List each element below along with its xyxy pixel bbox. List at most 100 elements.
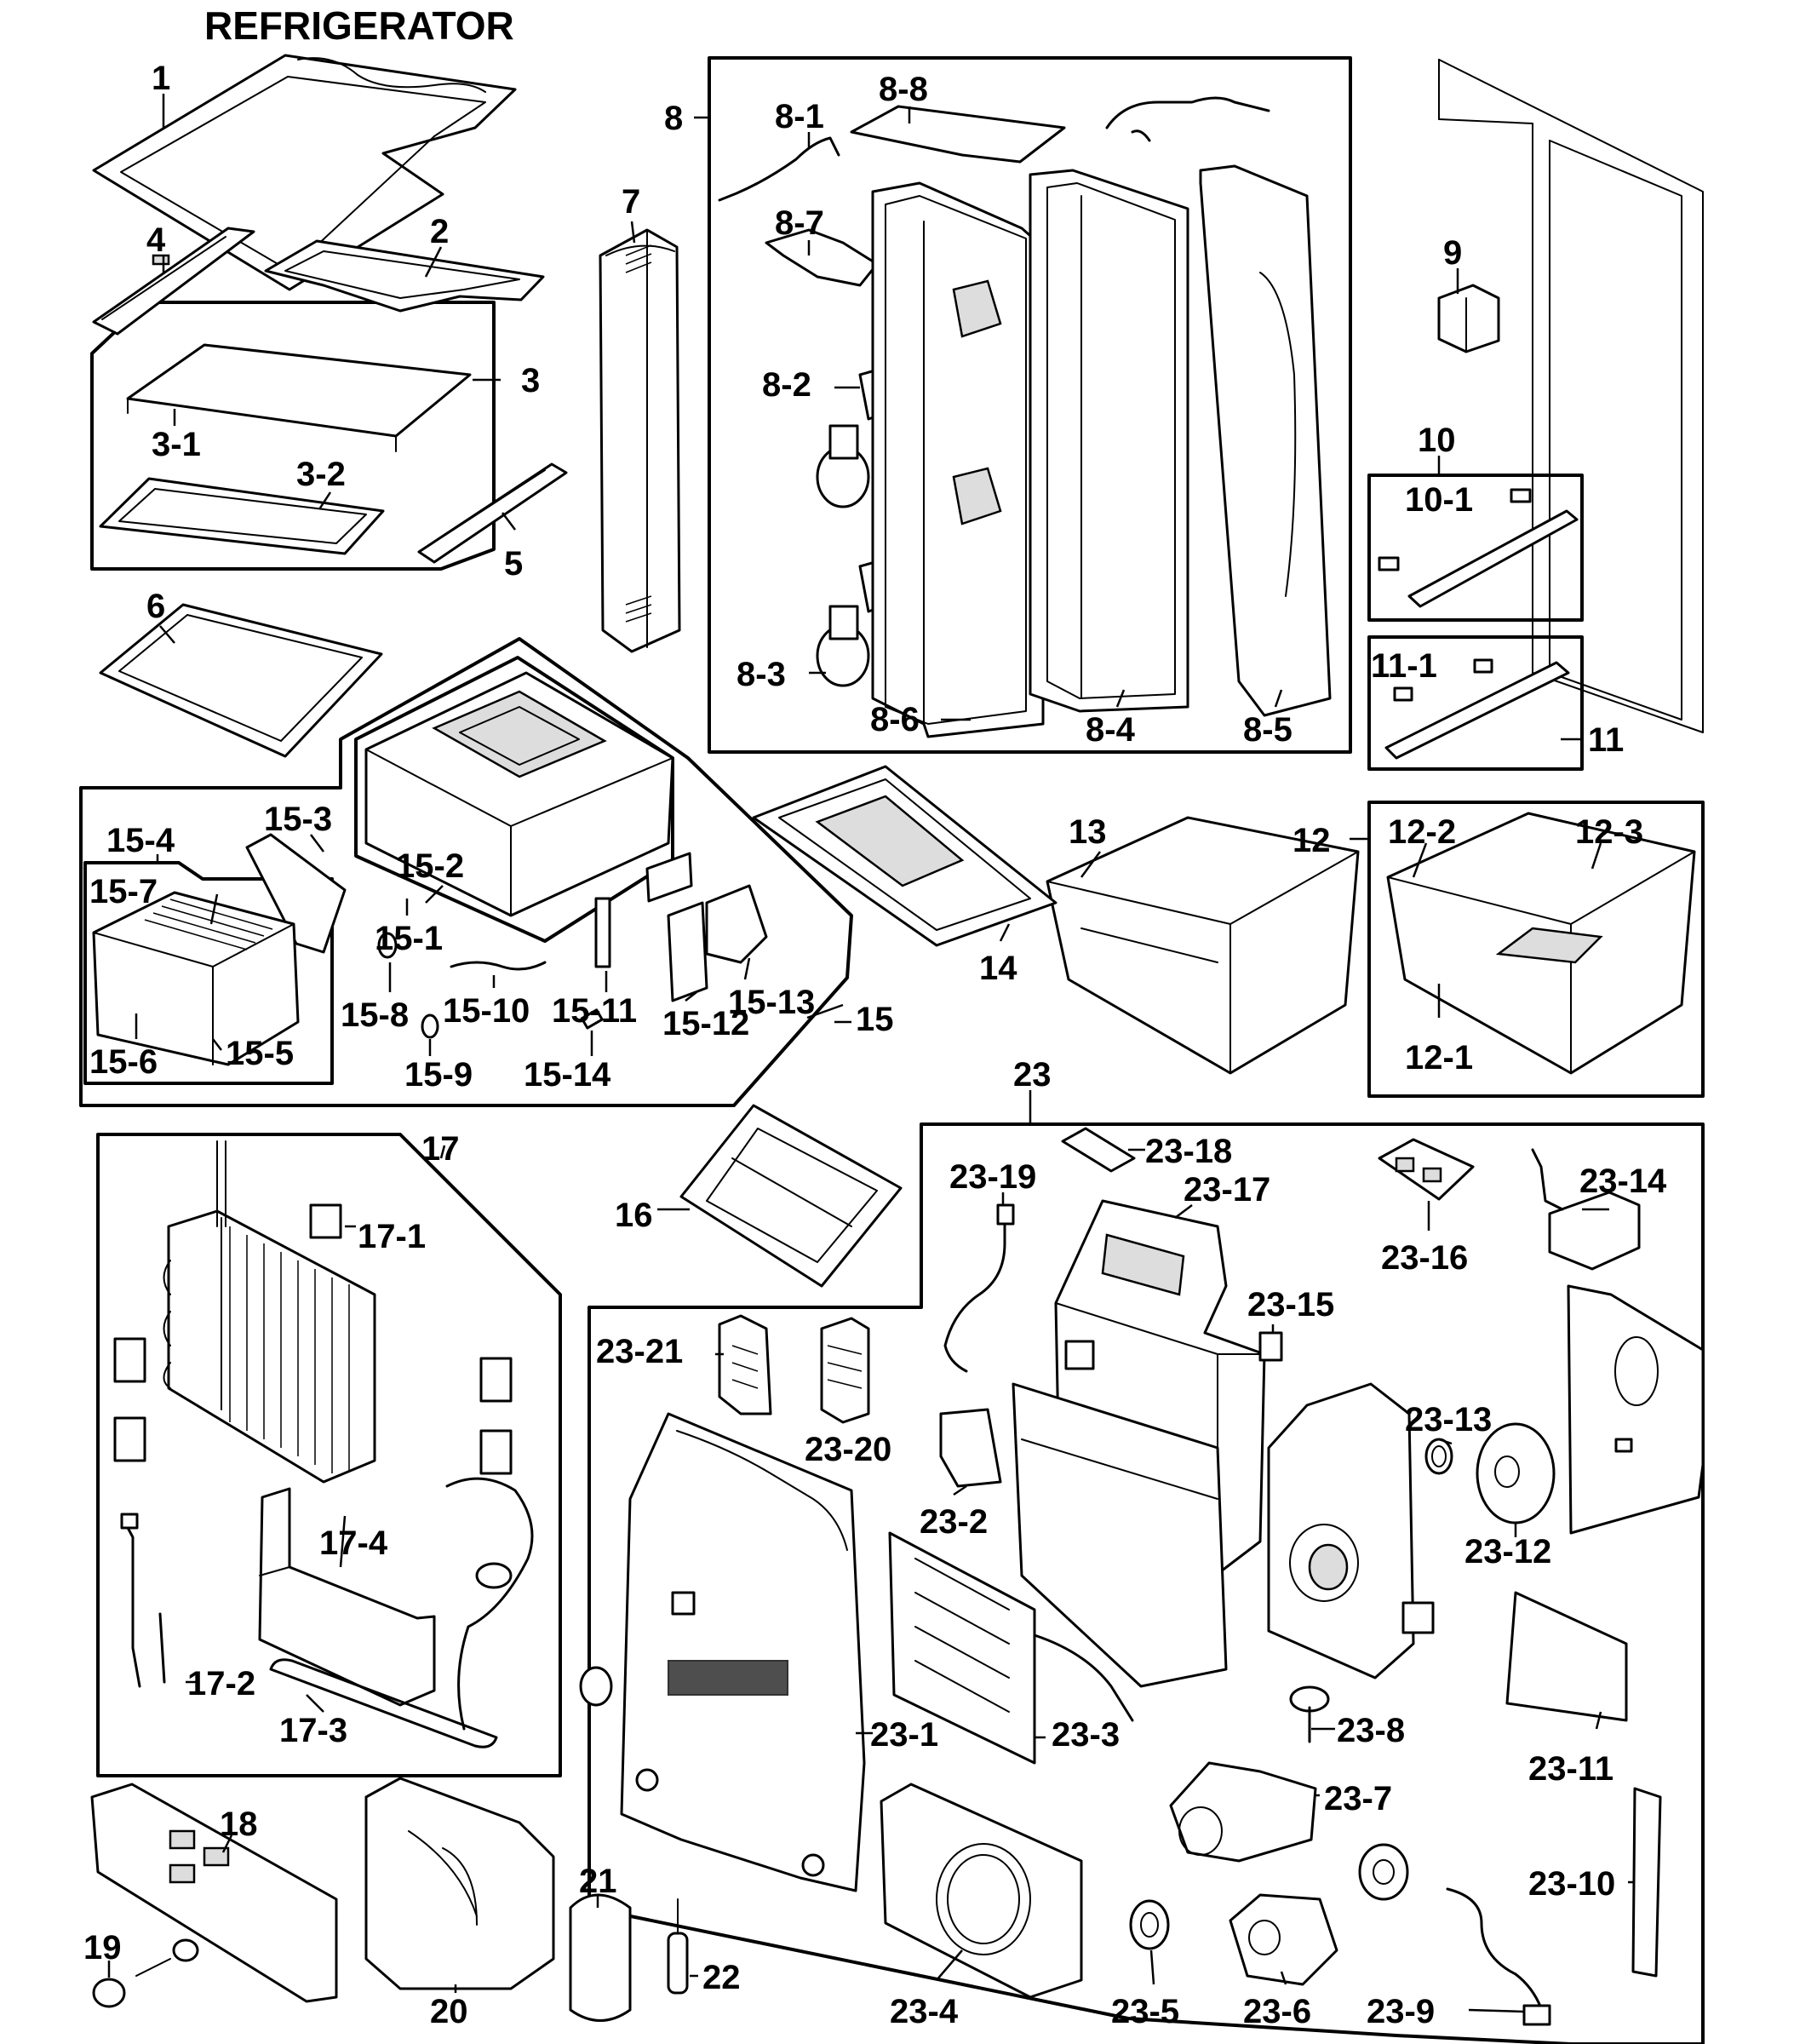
part-23-door-panel <box>1012 1382 1228 1688</box>
part-23-10-strip <box>1631 1787 1662 1978</box>
callout-8-1: 8-1 <box>775 98 824 135</box>
part-23-11-plate <box>1505 1591 1628 1722</box>
callout-17-4: 17-4 <box>319 1524 388 1562</box>
callout-1: 1 <box>152 60 170 97</box>
part-8-4-duct-cover <box>1029 169 1189 713</box>
callout-15-14: 15-14 <box>524 1056 611 1094</box>
callout-8-4: 8-4 <box>1086 711 1136 749</box>
callout-23-21: 23-21 <box>596 1333 683 1370</box>
callout-20: 20 <box>430 1993 468 2030</box>
part-15-14-clip <box>580 1008 604 1030</box>
part-23-14-motor <box>1531 1148 1641 1271</box>
callout-8-7: 8-7 <box>775 204 824 242</box>
callout-15-10: 15-10 <box>443 992 530 1030</box>
callout-11: 11 <box>1588 721 1624 759</box>
callout-23-12: 23-12 <box>1464 1533 1551 1570</box>
part-15-11-bracket <box>594 897 611 968</box>
callout-23-3: 23-3 <box>1052 1716 1120 1754</box>
callout-10: 10 <box>1418 422 1456 459</box>
callout-23-10: 23-10 <box>1528 1865 1615 1903</box>
part-9-clip <box>1437 284 1500 353</box>
callout-23-18: 23-18 <box>1145 1133 1232 1170</box>
group-10-border <box>1367 474 1584 622</box>
part-19-cap <box>92 1938 199 2008</box>
part-17-evaporator <box>163 1140 376 1484</box>
callout-3: 3 <box>521 362 540 399</box>
part-23-13-spring <box>1424 1438 1453 1475</box>
part-13-drawer <box>1046 816 1360 1075</box>
part-15-9-knob <box>421 1013 439 1039</box>
callout-15-12: 15-12 <box>662 1005 749 1042</box>
part-23-9-wire <box>1446 1887 1551 2026</box>
group-15-border <box>79 637 853 1107</box>
callout-12: 12 <box>1292 822 1331 859</box>
callout-8: 8 <box>664 100 683 137</box>
part-15-7-drawer <box>92 891 300 1066</box>
leader-lines <box>107 94 1635 2013</box>
callout-4: 4 <box>146 221 166 259</box>
callout-12-2: 12-2 <box>1388 813 1456 851</box>
callout-19: 19 <box>83 1929 122 1966</box>
callout-14: 14 <box>979 950 1017 987</box>
cabinet-outline <box>1438 59 1704 733</box>
group-borders <box>79 56 1705 2044</box>
part-11-1-rail <box>1384 658 1570 760</box>
part-8-1-wire <box>718 136 840 202</box>
part-3-1-shelf-glass <box>126 343 472 452</box>
callout-3-1: 3-1 <box>152 426 201 463</box>
group-17-border <box>96 1133 562 1777</box>
part-14-cover <box>752 765 1057 947</box>
callout-17-2: 17-2 <box>187 1665 255 1702</box>
part-8-7-bracket <box>765 228 879 287</box>
part-22-tube <box>667 1898 689 1995</box>
callout-9: 9 <box>1443 234 1462 272</box>
part-3-2-shelf-glass <box>99 477 385 555</box>
part-23-15-clip <box>1258 1331 1283 1362</box>
part-23-5-ring <box>1129 1899 1170 1950</box>
callout-23-8: 23-8 <box>1337 1712 1405 1749</box>
callout-labels: 1 2 3 3-1 3-2 4 5 6 7 8 8-1 8-8 8-7 8-2 … <box>83 60 1667 2030</box>
part-17-2-sensor <box>124 1523 166 1688</box>
part-23-7-motor <box>1169 1761 1317 1863</box>
group-12-border <box>1367 801 1705 1098</box>
part-18-panel <box>90 1783 338 2003</box>
part-17-3-heater <box>269 1658 498 1748</box>
callout-15-9: 15-9 <box>404 1056 473 1094</box>
callout-7: 7 <box>622 183 640 221</box>
callout-17-3: 17-3 <box>279 1712 347 1749</box>
part-23-1-housing <box>579 1412 866 1892</box>
group-23-border <box>587 1122 1705 2044</box>
part-23-pad-square <box>1401 1601 1435 1634</box>
callout-17-1: 17-1 <box>358 1218 426 1255</box>
callout-8-5: 8-5 <box>1243 711 1292 749</box>
callout-10-1: 10-1 <box>1405 481 1473 519</box>
callout-2: 2 <box>430 213 449 250</box>
part-8-6-duct <box>871 181 1045 738</box>
callout-23-14: 23-14 <box>1579 1163 1667 1200</box>
diagram-title: REFRIGERATOR <box>204 3 514 48</box>
part-block-c <box>479 1357 513 1403</box>
callout-23-13: 23-13 <box>1405 1401 1492 1438</box>
callout-15-6: 15-6 <box>89 1043 158 1081</box>
callout-8-3: 8-3 <box>737 656 786 693</box>
callout-15-3: 15-3 <box>264 801 332 838</box>
callout-15-1: 15-1 <box>375 920 443 957</box>
callout-23-6: 23-6 <box>1243 1993 1311 2030</box>
part-17-1-fuse <box>309 1203 342 1239</box>
part-23-6-motor <box>1229 1893 1338 1986</box>
part-23-20-board <box>820 1317 870 1424</box>
callout-23-17: 23-17 <box>1184 1171 1270 1209</box>
part-12-drawer <box>1386 812 1696 1075</box>
part-21-filter <box>569 1893 632 2022</box>
callout-23-5: 23-5 <box>1111 1993 1179 2030</box>
callout-15-2: 15-2 <box>396 847 464 885</box>
callout-8-6: 8-6 <box>870 701 920 738</box>
part-15-12-control <box>645 852 768 1002</box>
part-block-d <box>479 1429 513 1475</box>
part-8-wire-harness <box>1105 96 1270 142</box>
callout-23: 23 <box>1013 1056 1052 1094</box>
part-17-sensor <box>475 1562 513 1589</box>
part-16-cover <box>679 1104 903 1288</box>
callout-23-11: 23-11 <box>1528 1750 1613 1788</box>
